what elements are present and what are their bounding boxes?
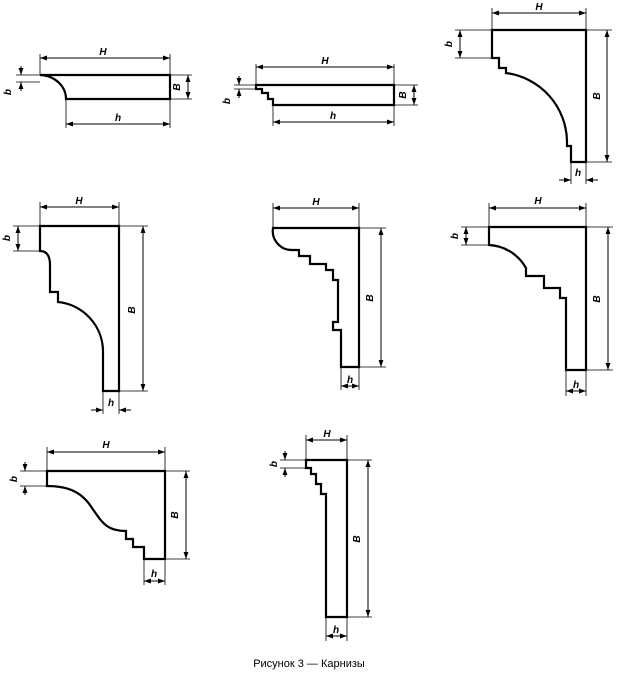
dimension-label-overall-width: H xyxy=(75,196,83,207)
dimension-label-base-width: h xyxy=(573,380,579,391)
dimension-label-overall-height: B xyxy=(170,511,181,518)
cornice-profile-5: H B h xyxy=(271,197,386,390)
dimension-label-overall-width: H xyxy=(321,56,329,67)
dimension-label-overall-width: H xyxy=(99,47,107,58)
dimension-label-top-thickness: b xyxy=(444,41,455,47)
dimension-label-overall-height: B xyxy=(352,535,363,542)
dimension-label-overall-height: B xyxy=(398,91,409,98)
cornice-profile-7: H B h b xyxy=(9,440,190,585)
cornice-profile-6: H B h b xyxy=(450,196,613,396)
dimension-label-overall-width: H xyxy=(102,440,110,451)
dimension-label-top-thickness: b xyxy=(222,98,233,104)
dimension-label-overall-height: B xyxy=(592,295,603,302)
dimension-label-overall-height: B xyxy=(592,92,603,99)
dimension-label-overall-height: B xyxy=(172,83,183,90)
cornice-profile-8: H B h b xyxy=(269,429,372,641)
dimension-label-overall-width: H xyxy=(312,197,320,208)
cornice-profile-2: H h B b xyxy=(222,56,418,126)
dimension-label-overall-width: H xyxy=(535,2,543,13)
dimension-label-top-thickness: b xyxy=(3,89,14,95)
dimension-label-top-thickness: b xyxy=(9,476,20,482)
dimension-label-base-width: h xyxy=(347,375,353,386)
cornice-profile-4: H B h b xyxy=(2,196,148,414)
dimension-label-overall-width: H xyxy=(534,196,542,207)
dimension-label-base-width: h xyxy=(108,398,114,409)
dimension-label-base-width: h xyxy=(333,625,339,636)
dimension-label-top-thickness: b xyxy=(2,235,13,241)
dimension-label-overall-width: H xyxy=(323,429,331,440)
cornice-profile-3: H B h b xyxy=(444,2,612,184)
dimension-label-base-width: h xyxy=(575,168,581,179)
dimension-label-base-width: h xyxy=(151,569,157,580)
figure-caption: Рисунок 3 — Карнизы xyxy=(253,658,365,670)
dimension-label-overall-height: B xyxy=(365,294,376,301)
dimension-label-base-width: h xyxy=(115,113,121,124)
dimension-label-overall-height: B xyxy=(127,306,138,313)
dimension-label-top-thickness: b xyxy=(269,461,280,467)
cornice-profile-1: H h B b xyxy=(3,47,192,128)
dimension-label-top-thickness: b xyxy=(450,233,461,239)
dimension-label-base-width: h xyxy=(330,111,336,122)
